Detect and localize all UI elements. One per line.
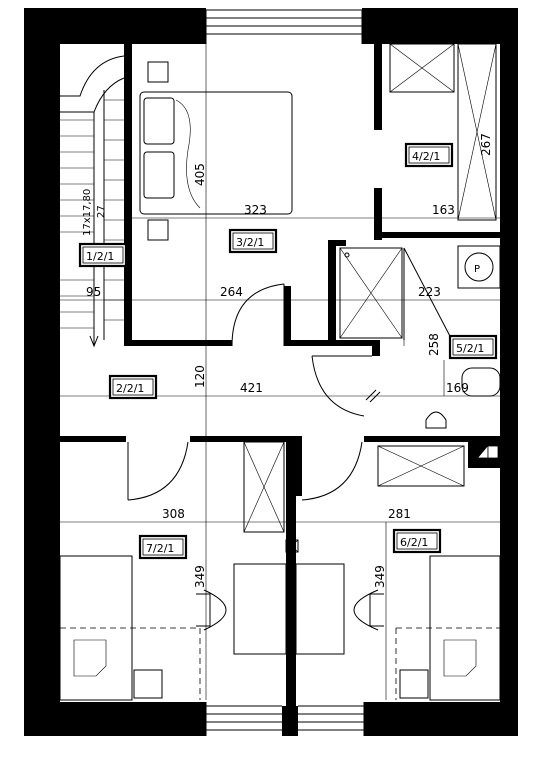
- svg-text:1/2/1: 1/2/1: [86, 250, 114, 263]
- wall-bottom-left: [24, 702, 206, 736]
- dim-308: 308: [162, 507, 185, 521]
- wall-room4-upper: [374, 44, 382, 130]
- boiler-circle: [464, 252, 494, 282]
- bedroom-furniture: [139, 61, 293, 241]
- dim-264: 264: [220, 285, 243, 299]
- nightstand-bottom: [147, 219, 169, 241]
- room-label-5: 5/2/1: [448, 334, 498, 360]
- room-label-1: 1/2/1: [78, 242, 128, 268]
- dim-323: 323: [244, 203, 267, 217]
- dim-405: 405: [193, 163, 207, 186]
- dim-258: 258: [427, 333, 441, 356]
- dim-120: 120: [193, 365, 207, 388]
- room-labels: 1/2/1 2/2/1 3/2/1 4/2/1 5/2/1 6/2/1 7/2/…: [78, 142, 498, 560]
- svg-text:7/2/1: 7/2/1: [146, 542, 174, 555]
- door-room3: [231, 283, 285, 347]
- wall-left: [24, 8, 60, 736]
- doors: [127, 283, 372, 501]
- svg-text:6/2/1: 6/2/1: [400, 536, 428, 549]
- wall-middle: [286, 436, 296, 706]
- dim-349-right: 349: [373, 565, 387, 588]
- wall-room4-bottom: [374, 232, 500, 238]
- dim-95: 95: [86, 285, 101, 299]
- windows: [205, 9, 365, 736]
- wall-bath-stub: [372, 340, 380, 356]
- wall-bath-left: [328, 240, 336, 346]
- wardrobe-room7: [243, 441, 285, 533]
- svg-text:5/2/1: 5/2/1: [456, 342, 484, 355]
- room-label-3: 3/2/1: [228, 228, 278, 254]
- window-bottom-right: [298, 702, 365, 736]
- dim-223: 223: [418, 285, 441, 299]
- wall-bottom-right: [364, 702, 518, 736]
- wall-hall-bottom-a: [60, 436, 126, 442]
- desk-room7: [233, 563, 287, 655]
- dimension-labels: 405 323 163 267 264 95 223 258 120 421 1…: [86, 133, 493, 588]
- door-room6: [301, 441, 363, 501]
- room-label-7: 7/2/1: [138, 534, 188, 560]
- staircase: 17x17,80 27: [60, 55, 125, 348]
- exterior-walls: [24, 8, 518, 736]
- wall-room3-bottom-a: [124, 340, 232, 346]
- bed: [139, 91, 293, 215]
- chair-room7: [196, 593, 211, 627]
- nightstand-top: [147, 61, 169, 83]
- svg-text:3/2/1: 3/2/1: [236, 236, 264, 249]
- boiler-symbol: P: [474, 264, 480, 275]
- door-room7: [127, 441, 189, 501]
- room-label-2: 2/2/1: [108, 374, 158, 400]
- wall-room3-bottom-b: [284, 340, 334, 346]
- shaft-symbol: [477, 445, 499, 459]
- room7-furniture: [59, 441, 287, 701]
- wall-hall-bottom-c: [364, 436, 500, 442]
- wall-top-right: [362, 8, 502, 44]
- dim-349-left: 349: [193, 565, 207, 588]
- wall-stair-right: [124, 44, 132, 344]
- room6-furniture: [285, 445, 501, 701]
- pillow-bottom: [143, 151, 175, 199]
- wall-bottom-mid: [282, 706, 298, 736]
- stair-spec-line2: 27: [96, 205, 107, 218]
- wall-hall-bottom-b: [190, 436, 302, 442]
- dim-281: 281: [388, 507, 411, 521]
- svg-text:4/2/1: 4/2/1: [412, 150, 440, 163]
- wall-room4-lower: [374, 188, 382, 240]
- wall-door-jamb: [284, 286, 291, 346]
- toilet: [425, 411, 447, 429]
- svg-text:2/2/1: 2/2/1: [116, 382, 144, 395]
- wall-bath-bottom: [328, 340, 380, 346]
- desk-room6: [295, 563, 345, 655]
- wardrobe-room: [389, 43, 497, 221]
- boiler: [457, 245, 501, 289]
- dim-163: 163: [432, 203, 455, 217]
- dim-169: 169: [446, 381, 469, 395]
- room-label-4: 4/2/1: [404, 142, 454, 168]
- chair-room6: [369, 593, 384, 627]
- pillow-top: [143, 97, 175, 145]
- stair-spec-line1: 17x17,80: [82, 189, 93, 236]
- room-label-6: 6/2/1: [392, 528, 442, 554]
- dim-421: 421: [240, 381, 263, 395]
- window-bottom-left: [205, 702, 282, 736]
- shower: [339, 247, 403, 339]
- wall-right: [500, 8, 518, 736]
- dim-267: 267: [479, 133, 493, 156]
- door-bath: [311, 355, 365, 417]
- wall-door-stub-a: [296, 436, 302, 496]
- wardrobe-room6: [377, 445, 465, 487]
- window-top: [205, 9, 363, 44]
- wall-bath-top: [328, 240, 346, 246]
